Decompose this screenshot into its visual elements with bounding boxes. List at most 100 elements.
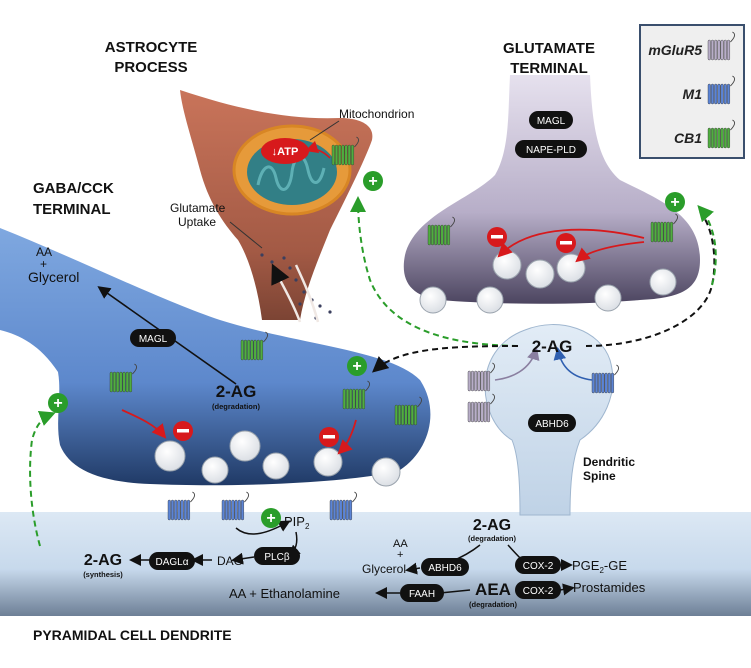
astrocyte-label-line1: ASTROCYTE [105,39,198,56]
glutamate-uptake-label-line1: Glutamate [170,201,226,215]
aa-glycerol-dendrite-line3: Glycerol [362,562,406,576]
svg-text:+: + [352,358,361,375]
svg-text:PLCβ: PLCβ [264,552,289,563]
enzyme-cox2-top: COX-2 [515,556,561,574]
arrow-spine-to-2ag-m1 [553,346,593,381]
two-ag-synthesis-label: 2-AG [84,552,122,569]
two-ag-gaba-degradation: (degradation) [212,402,260,411]
arrow-aea-to-faah [439,589,471,594]
svg-text:+: + [266,510,275,527]
mitochondrion-label: Mitochondrion [339,107,414,121]
glutamate-uptake-arrow-2 [294,264,320,323]
two-ag-dendrite-label: 2-AG [473,517,511,534]
m1-receptor-dend-c [329,491,358,521]
dag-label: DAG [217,554,243,568]
arrow-2ag-to-gaba [371,345,519,373]
arrow-plcb-to-dag [231,552,255,565]
atp-label: ↓ATP [272,146,299,158]
mitochondrion [232,124,352,216]
glutamate-terminal-label-line2: TERMINAL [510,60,588,77]
arrow-inhibit-gaba-left [121,409,167,439]
legend-swatch-m1 [707,75,736,105]
svg-text:ABHD6: ABHD6 [428,563,462,574]
astrocyte-label-line2: PROCESS [114,59,187,76]
cb1-receptor-glu-left [427,216,456,246]
svg-text:DAGLα: DAGLα [155,557,188,568]
pip2-label: PIP2 [284,514,310,531]
aa-glycerol-gaba-line3: Glycerol [28,269,79,285]
cb1-receptor-gaba-c [342,380,371,410]
atp-badge [261,138,309,164]
legend-swatch-mglur5 [707,31,736,61]
aea-label: AEA [475,580,511,599]
stimulate-sign-astro: + [363,171,383,191]
aa-glycerol-gaba-line2: + [40,257,47,271]
svg-text:COX-2: COX-2 [523,586,554,597]
pge2-label: PGE2-GE [572,558,627,575]
legend-label-mglur5: mGluR5 [648,42,702,58]
legend-label-m1: M1 [683,86,703,102]
aea-degradation-label: (degradation) [469,600,517,609]
glutamate-uptake-label-line2: Uptake [178,215,216,229]
arrow-spine-to-2ag-mglur5 [494,346,540,381]
enzyme-cox2-bottom: COX-2 [515,581,561,599]
pyramidal-label: PYRAMIDAL CELL DENDRITE [33,627,232,643]
two-ag-dendrite-degradation: (degradation) [468,534,516,543]
enzyme-abhd6-spine: ABHD6 [528,414,576,432]
enzyme-dagl: DAGLα [149,552,195,570]
cb1-receptor-gaba-b [240,331,269,361]
svg-text:MAGL: MAGL [537,116,566,127]
svg-text:+: + [670,194,679,211]
aa-glycerol-dendrite-line2: + [397,549,403,561]
svg-text:FAAH: FAAH [409,589,435,600]
svg-text:COX-2: COX-2 [523,561,554,572]
aa-glycerol-dendrite-line1: AA [393,538,408,550]
arrow-inhibit-gaba-right [337,419,357,455]
enzyme-magl-gaba: MAGL [130,329,176,347]
gaba-vesicles [154,430,401,487]
mglur5-receptor-spine-a [467,362,496,392]
stimulate-sign-gaba-right: + [347,356,367,376]
enzyme-abhd6-dendrite: ABHD6 [421,558,469,576]
svg-text:MAGL: MAGL [139,334,168,345]
dendritic-spine-label-line1: Dendritic [583,455,635,469]
inhibit-sign-glu-right [556,233,576,253]
arrow-2ag-to-glutamate-tip [697,204,717,286]
arrow-abhd6-to-glycerol [405,562,421,575]
dendritic-spine-label-line2: Spine [583,469,616,483]
enzyme-faah: FAAH [400,584,444,602]
aa-glycerol-gaba-line1: AA [36,245,52,259]
inhibit-sign-gaba-left [173,421,193,441]
arrow-cb1-to-atp [304,140,331,159]
svg-text:ABHD6: ABHD6 [535,419,569,430]
inhibit-sign-glu-left [487,227,507,247]
arrow-synthesis-to-gaba [29,411,56,547]
mitochondrion-pointer [309,120,340,141]
aa-ethanolamine-label: AA + Ethanolamine [229,586,340,601]
two-ag-synthesis-sub: (synthesis) [83,570,123,579]
enzyme-magl-glu: MAGL [529,111,573,129]
two-ag-gaba-label: 2-AG [216,382,257,401]
svg-text:+: + [53,395,62,412]
m1-receptor-spine [591,364,620,394]
legend-swatch-cb1 [707,119,736,149]
cb1-receptor-gaba-a [109,363,138,393]
glutamate-terminal-label-line1: GLUTAMATE [503,40,595,57]
arrow-2ag-to-astrocyte [350,196,519,347]
mglur5-receptor-spine-b [467,393,496,423]
arrow-m1-to-pip2 [235,520,291,535]
cb1-receptor-gaba-d [394,396,423,426]
prostamides-label: Prostamides [573,580,646,595]
cb1-receptor-glu-right [650,213,679,243]
inhibit-sign-gaba-right [319,427,339,447]
m1-receptor-dend-b [221,491,250,521]
arrow-inhibit-glu-left [497,228,645,258]
arrow-2ag-to-glutamate [585,211,716,347]
enzyme-plcb: PLCβ [254,547,300,565]
gaba-terminal-label-line1: GABA/CCK [33,180,114,197]
stimulate-sign-gaba-left: + [48,393,68,413]
m1-receptor-dend-a [167,491,196,521]
